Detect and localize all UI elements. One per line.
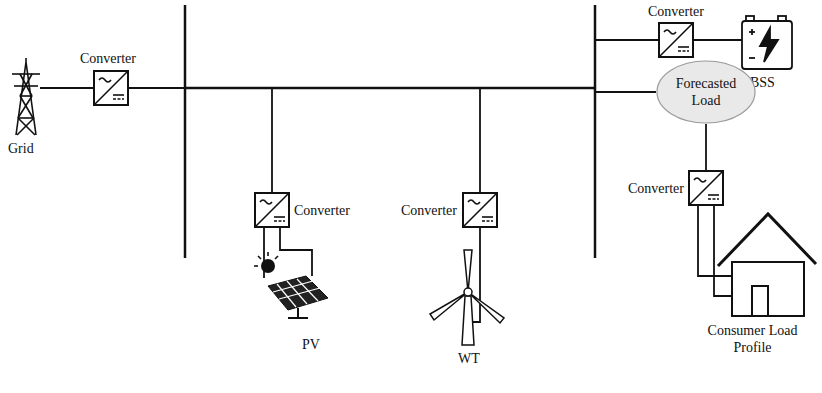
bus-bars [185, 5, 595, 258]
wires [40, 40, 742, 322]
text-label: PV [302, 336, 320, 353]
text-label: Converter [648, 3, 704, 20]
text-label: Consumer Load Profile [690, 322, 815, 356]
node-text: Forecasted Load [670, 75, 742, 109]
battery [742, 16, 792, 69]
text-label: Converter [80, 50, 136, 67]
house [718, 214, 816, 316]
grid-tower [12, 58, 40, 135]
text-label: WT [458, 350, 480, 367]
ellipse-outline [656, 60, 756, 124]
text-label: Grid [8, 140, 34, 157]
text-label: Converter [294, 202, 350, 219]
text-label: Converter [401, 202, 457, 219]
load-ellipse: Forecasted Load [656, 60, 756, 124]
text-label: Converter [628, 180, 684, 197]
converter-symbols [94, 23, 723, 227]
pv-panel [254, 252, 328, 318]
wind-turbine [430, 250, 504, 345]
